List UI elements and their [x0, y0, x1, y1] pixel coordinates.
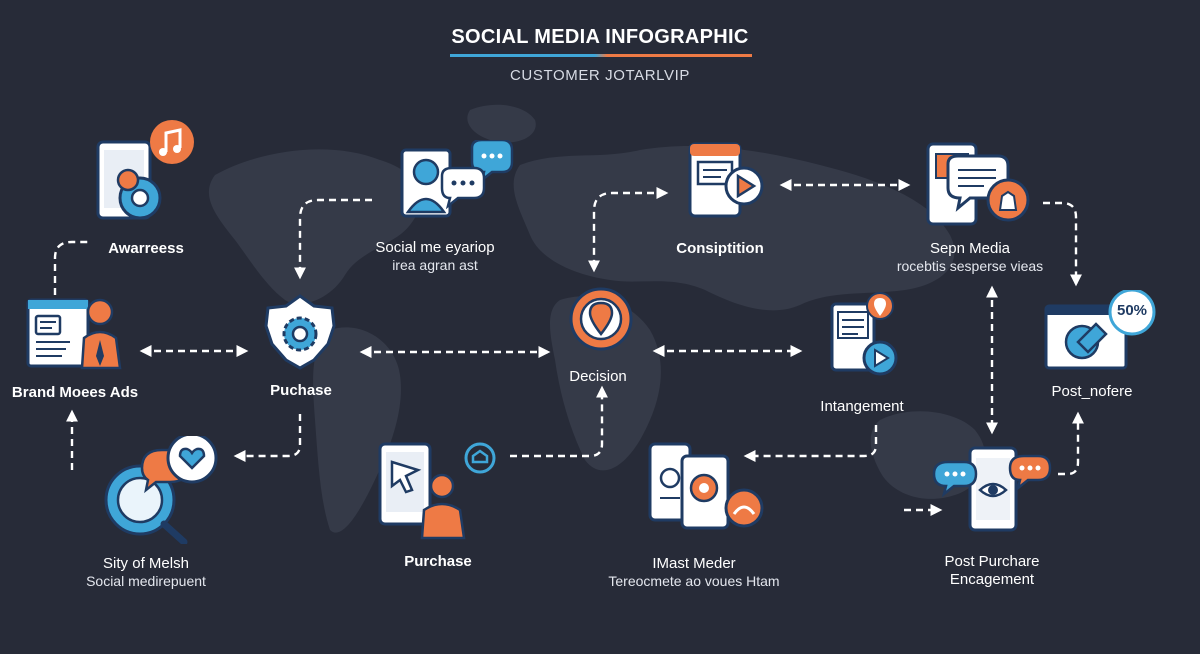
search-chat-heart-icon: [104, 436, 218, 544]
node-label-post-performance: Post_nofere: [1051, 383, 1133, 400]
node-label-line1: IMast Meder: [652, 555, 736, 572]
phones-chat-icon: [648, 442, 764, 530]
node-label-line2: rocebtis sesperse vieas: [896, 258, 1044, 274]
node-label-line1: Post Purchare: [944, 553, 1040, 570]
node-label-purchase-bottom: Purchase: [404, 553, 472, 570]
node-label-line2: irea agran ast: [392, 257, 478, 273]
node-label-social-reviews: Sepn Media rocebtis sesperse vieas: [897, 240, 1043, 274]
node-label-line1: Social me eyariop: [375, 239, 495, 256]
document-play-pin-icon: [830, 292, 898, 376]
gear-badge-icon: [264, 294, 336, 370]
percent-badge-text: 50%: [1116, 302, 1148, 319]
node-label-line2: Encagement: [949, 571, 1035, 588]
node-label-awareness: Awarreess: [108, 240, 184, 257]
profile-chat-icon: [400, 140, 514, 218]
tablet-video-icon: [688, 142, 764, 218]
location-pin-circle-icon: [569, 287, 633, 351]
node-label-purchase-center: Puchase: [270, 382, 332, 399]
node-label-line1: Sity of Melsh: [103, 555, 189, 572]
tablet-gear-music-icon: [96, 120, 194, 220]
title-underline: [450, 54, 752, 57]
node-label-mixed-media: IMast Meder Tereocmete ao voues Htam: [608, 555, 779, 589]
phone-chat-eye-icon: [932, 446, 1052, 532]
node-label-line1: Sepn Media: [929, 240, 1011, 257]
node-label-brand-ads: Brand Moees Ads: [11, 384, 139, 401]
browser-person-icon: [26, 298, 122, 370]
node-label-line2: Tereocmete ao voues Htam: [608, 573, 780, 589]
node-label-social-groups: Social me eyariop irea agran ast: [375, 239, 494, 273]
infographic-subtitle: CUSTOMER JOTARLVIP: [510, 67, 690, 84]
node-label-post-purchase: Post Purchare Encagement: [944, 553, 1039, 588]
tablet-chat-badge-icon: [926, 142, 1030, 226]
node-label-decision: Decision: [569, 368, 627, 385]
browser-tag-percent-icon: 50%: [1044, 290, 1162, 372]
node-label-story-listening: Sity of Melsh Social medirepuent: [86, 555, 206, 589]
infographic-title: SOCIAL MEDIA INFOGRAPHIC: [451, 26, 749, 48]
node-label-consideration: Consiptition: [676, 240, 764, 257]
node-label-line2: Social medirepuent: [86, 573, 206, 589]
node-label-engagement: Intangement: [820, 398, 904, 415]
tablet-cursor-person-icon: [378, 442, 496, 540]
